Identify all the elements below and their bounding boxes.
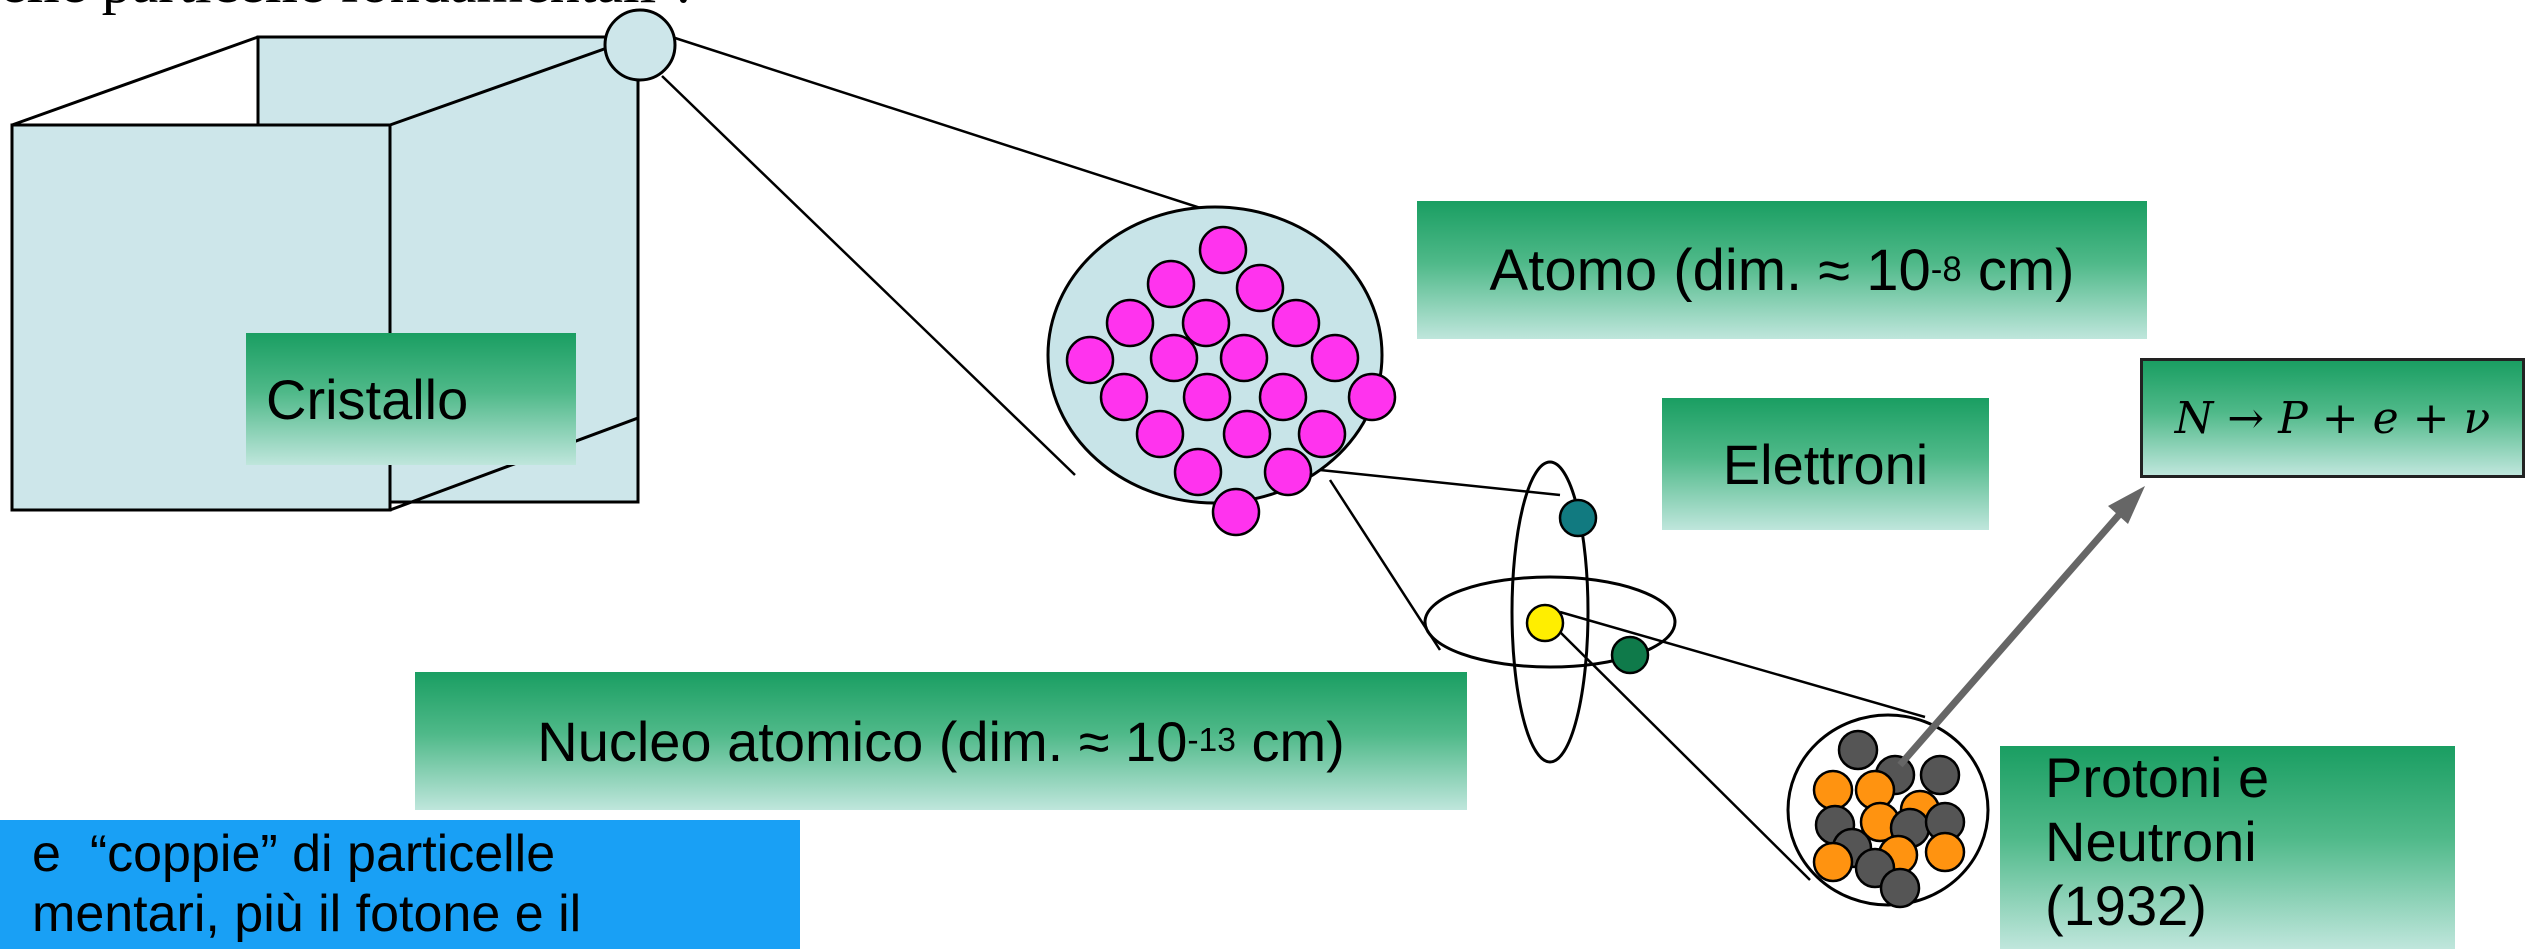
label-cristallo-text: Cristallo bbox=[266, 367, 469, 431]
label-elettroni-text: Elettroni bbox=[1722, 432, 1929, 496]
label-atomo: Atomo (dim. ≈ 10-8 cm) bbox=[1417, 201, 2147, 339]
atom-particle bbox=[1211, 487, 1261, 537]
zoom-line-nucleus-2 bbox=[1559, 631, 1811, 881]
zoom-line-atom-orbit-1 bbox=[1319, 468, 1561, 497]
orbit-vertical bbox=[1510, 460, 1590, 764]
neutron bbox=[1879, 867, 1921, 909]
label-protoni-line2: Neutroni bbox=[2045, 810, 2257, 873]
atom-particle bbox=[1271, 298, 1321, 348]
decay-formula-text: N → P + e + ν bbox=[2174, 392, 2491, 444]
crystal-edge-top-left bbox=[11, 35, 259, 127]
nucleus-particles bbox=[1812, 729, 1966, 909]
atom-particle bbox=[1173, 447, 1223, 497]
zoom-line-nucleus-1 bbox=[1559, 610, 1926, 719]
atom-particle bbox=[1263, 447, 1313, 497]
atom-particle bbox=[1347, 372, 1397, 422]
header-text: elle particelle fondamentali ? bbox=[0, 0, 698, 17]
atom-particle bbox=[1258, 372, 1308, 422]
neutron bbox=[1919, 754, 1961, 796]
decay-arrow-head bbox=[2108, 486, 2145, 524]
blue-box-line2: mentari, più il fotone e il bbox=[32, 885, 582, 943]
zoom-line-crystal-atom-top bbox=[674, 36, 1251, 226]
atom-particle bbox=[1065, 335, 1115, 385]
proton bbox=[1812, 769, 1854, 811]
atom-particle bbox=[1181, 298, 1231, 348]
label-protoni-line3: (1932) bbox=[2045, 874, 2207, 937]
label-nucleo: Nucleo atomico (dim. ≈ 10-13 cm) bbox=[415, 672, 1467, 810]
atom-particles bbox=[1065, 225, 1397, 537]
decay-formula: N → P + e + ν bbox=[2140, 358, 2525, 478]
atom-particle bbox=[1198, 225, 1248, 275]
neutron bbox=[1837, 729, 1879, 771]
electron-teal bbox=[1558, 498, 1598, 538]
atom-particle bbox=[1149, 333, 1199, 383]
atom-particle bbox=[1310, 333, 1360, 383]
atom-particle bbox=[1135, 409, 1185, 459]
atom-particle bbox=[1235, 263, 1285, 313]
atom-particle bbox=[1219, 333, 1269, 383]
zoom-line-atom-orbit-2 bbox=[1328, 479, 1442, 651]
orbit-horizontal bbox=[1423, 575, 1677, 669]
blue-box-line1: e “coppie” di particelle bbox=[32, 825, 556, 883]
atom-particle bbox=[1105, 298, 1155, 348]
atom-particle bbox=[1222, 409, 1272, 459]
atom-particle bbox=[1297, 409, 1347, 459]
label-nucleo-suffix: cm) bbox=[1235, 709, 1345, 773]
atom-particle bbox=[1146, 259, 1196, 309]
label-protoni-neutroni: Protoni e Neutroni (1932) bbox=[2000, 746, 2455, 949]
label-protoni-line1: Protoni e bbox=[2045, 746, 2270, 809]
proton bbox=[1812, 841, 1854, 883]
electron-green bbox=[1610, 635, 1650, 675]
zoom-line-crystal-atom-bottom bbox=[661, 75, 1076, 476]
decay-arrow-shaft bbox=[1897, 505, 2128, 768]
label-atomo-exponent: -8 bbox=[1930, 250, 1962, 289]
label-atomo-suffix: cm) bbox=[1961, 237, 2075, 303]
blue-text-box: e “coppie” di particelle mentari, più il… bbox=[0, 820, 800, 949]
label-cristallo: Cristallo bbox=[246, 333, 576, 465]
crystal-edge-top-right bbox=[389, 35, 639, 127]
lattice-node bbox=[603, 8, 677, 82]
label-nucleo-exponent: -13 bbox=[1187, 722, 1236, 759]
atom-particle bbox=[1182, 372, 1232, 422]
proton bbox=[1924, 831, 1966, 873]
atom-particle bbox=[1099, 372, 1149, 422]
atomic-nucleus-core bbox=[1525, 603, 1565, 643]
label-elettroni: Elettroni bbox=[1662, 398, 1989, 530]
label-nucleo-prefix: Nucleo atomico (dim. ≈ 10 bbox=[537, 709, 1188, 773]
label-atomo-prefix: Atomo (dim. ≈ 10 bbox=[1489, 237, 1931, 303]
